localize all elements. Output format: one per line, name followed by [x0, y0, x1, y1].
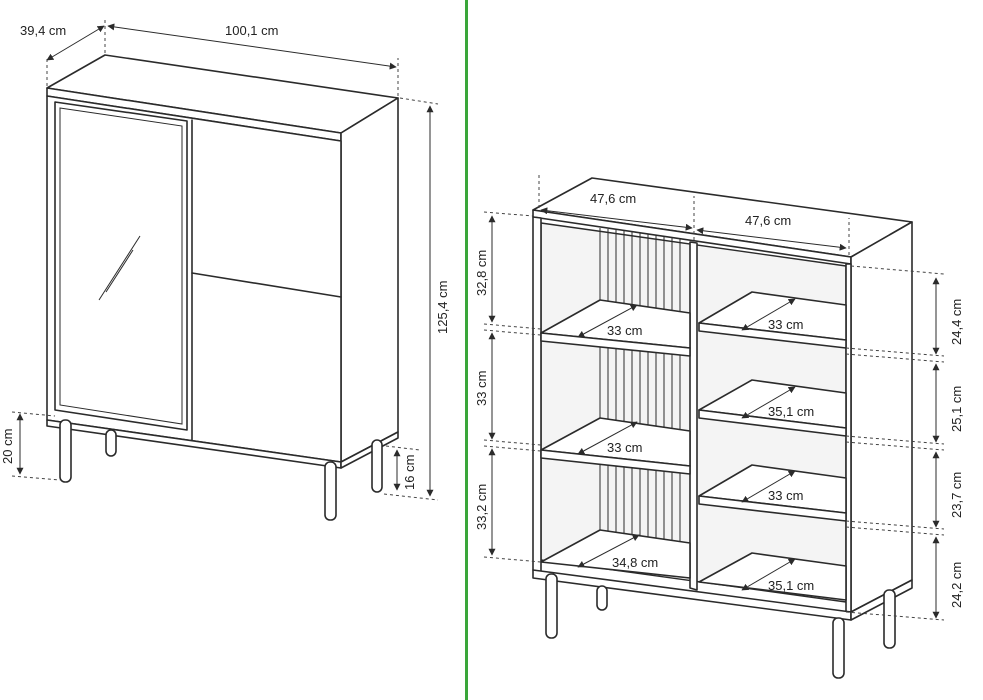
- right-shelf-depth-2-label: 35,1 cm: [768, 404, 814, 419]
- leg: [545, 573, 558, 639]
- door-split: [191, 272, 342, 298]
- glass-reflection: [98, 235, 141, 301]
- leg: [59, 419, 72, 483]
- leg: [596, 585, 608, 611]
- left-shelf-depth-1-label: 33 cm: [607, 323, 642, 338]
- cabinet-side: [340, 97, 399, 463]
- leg-height-label: 20 cm: [0, 429, 15, 464]
- left-shelf-depth-2-label: 33 cm: [607, 440, 642, 455]
- width-label: 100,1 cm: [225, 23, 278, 38]
- depth-label: 39,4 cm: [20, 23, 66, 38]
- leg: [324, 461, 337, 521]
- leg: [832, 617, 845, 679]
- leg-clearance-label: 16 cm: [402, 455, 417, 490]
- left-width-label: 47,6 cm: [590, 191, 636, 206]
- right-height-1-label: 24,4 cm: [949, 299, 964, 345]
- left-height-1-label: 32,8 cm: [474, 250, 489, 296]
- right-height-3-label: 23,7 cm: [949, 472, 964, 518]
- right-bottom-depth-label: 35,1 cm: [768, 578, 814, 593]
- left-bottom-depth-label: 34,8 cm: [612, 555, 658, 570]
- closed-cabinet-view: 39,4 cm 100,1 cm 125,4 cm 20 cm 16 cm: [0, 18, 450, 521]
- left-height-3-label: 33,2 cm: [474, 484, 489, 530]
- leg: [371, 439, 383, 493]
- view-divider: [465, 0, 468, 700]
- leg: [105, 429, 117, 457]
- leg: [883, 589, 896, 649]
- right-width-label: 47,6 cm: [745, 213, 791, 228]
- right-shelf-depth-3-label: 33 cm: [768, 488, 803, 503]
- right-height-4-label: 24,2 cm: [949, 562, 964, 608]
- left-height-2-label: 33 cm: [474, 371, 489, 406]
- open-cabinet-view: 47,6 cm 47,6 cm 32,8 cm 33 cm 33,2 cm 24…: [474, 175, 964, 679]
- right-shelf-depth-1-label: 33 cm: [768, 317, 803, 332]
- height-label: 125,4 cm: [435, 281, 450, 334]
- right-height-2-label: 25,1 cm: [949, 386, 964, 432]
- center-divider: [689, 241, 698, 591]
- fluted-panel: [599, 228, 681, 566]
